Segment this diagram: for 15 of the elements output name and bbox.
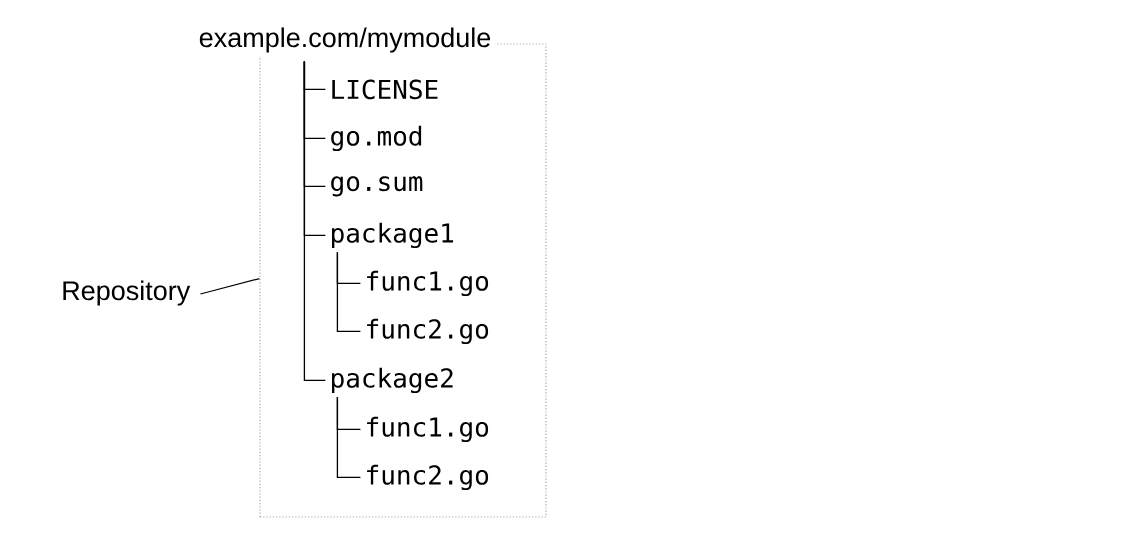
file-name: package1 bbox=[332, 222, 454, 249]
module-heading: example.com/mymodule bbox=[194, 23, 496, 57]
leader-line bbox=[199, 278, 260, 295]
file-name: package2 bbox=[332, 367, 453, 394]
tree-line bbox=[336, 396, 362, 479]
file-name: LICENSE bbox=[332, 79, 438, 100]
file-name: func1.go bbox=[367, 416, 489, 443]
tree-line bbox=[336, 251, 362, 333]
file-name: func2.go bbox=[367, 318, 489, 345]
file-name: func1.go bbox=[367, 270, 489, 297]
file-name: go.mod bbox=[331, 125, 422, 152]
tree-line bbox=[303, 60, 327, 382]
file-name: func2.go bbox=[367, 464, 489, 491]
callout-label: Repository bbox=[63, 280, 191, 306]
file-name: go.sum bbox=[331, 176, 423, 197]
